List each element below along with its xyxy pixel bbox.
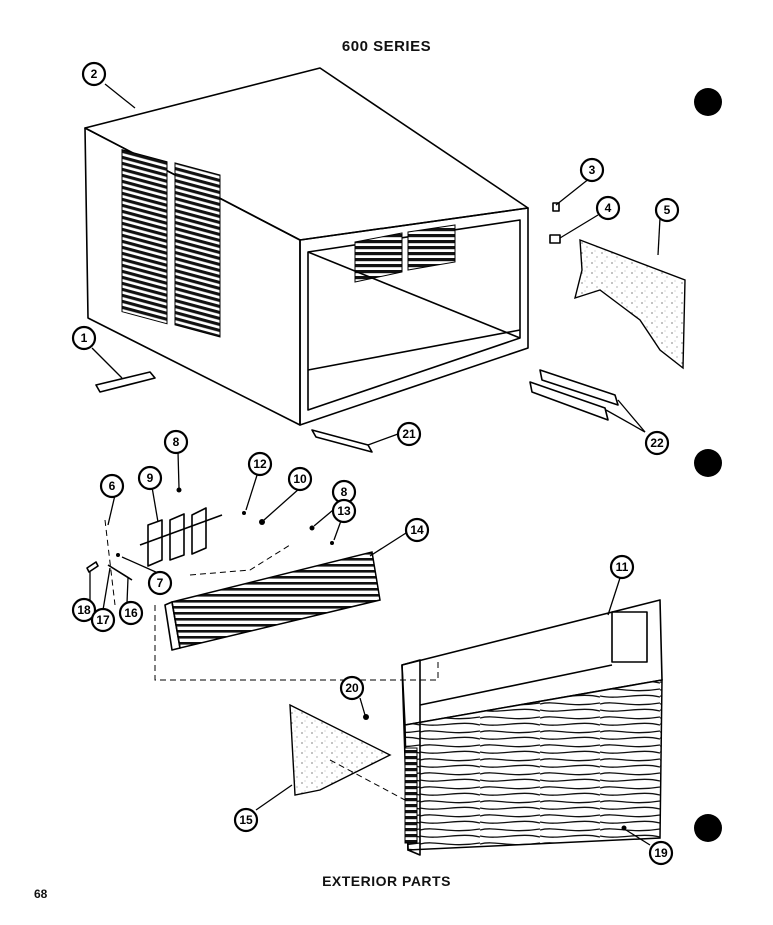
callout-5: 5 [654, 197, 680, 223]
callout-2: 2 [81, 61, 107, 87]
pin-part-7 [116, 553, 120, 557]
svg-text:1: 1 [81, 331, 88, 345]
channel-part-21 [311, 429, 373, 453]
spacer-part-12 [242, 511, 246, 515]
svg-text:9: 9 [147, 471, 154, 485]
callout-20: 20 [339, 675, 365, 701]
rail-part-22b [539, 369, 619, 406]
nut-part-10 [259, 519, 265, 525]
callout-15: 15 [233, 807, 259, 833]
bracket-part-1 [95, 371, 156, 393]
callout-18: 18 [71, 597, 97, 623]
louver-blades-part-9 [139, 507, 223, 567]
svg-text:14: 14 [410, 523, 424, 537]
callout-11: 11 [609, 554, 635, 580]
callout-10: 10 [287, 466, 313, 492]
svg-text:12: 12 [253, 457, 267, 471]
washer-part-13 [330, 541, 334, 545]
insulation-part-5 [574, 238, 686, 370]
clip-part-18 [86, 561, 99, 573]
svg-text:22: 22 [650, 436, 664, 450]
clip-part-4 [549, 234, 561, 244]
svg-text:7: 7 [157, 576, 164, 590]
callout-8: 8 [163, 429, 189, 455]
svg-text:3: 3 [589, 163, 596, 177]
callout-4: 4 [595, 195, 621, 221]
svg-text:13: 13 [337, 504, 351, 518]
callout-9: 9 [137, 465, 163, 491]
callout-6: 6 [99, 473, 125, 499]
svg-text:17: 17 [96, 613, 110, 627]
callout-21: 21 [396, 421, 422, 447]
screw-part-20 [363, 714, 369, 720]
svg-text:16: 16 [124, 606, 138, 620]
svg-text:6: 6 [109, 479, 116, 493]
callout-1: 1 [71, 325, 97, 351]
insulation-part-15 [289, 703, 392, 796]
rod-part-17 [107, 564, 133, 581]
registration-mark [694, 449, 722, 477]
svg-text:8: 8 [173, 435, 180, 449]
rail-part-22 [529, 381, 609, 421]
screw-part-8b [309, 525, 315, 531]
front-panel-part-11 [401, 599, 663, 856]
screw-part-8a [176, 487, 182, 493]
svg-text:19: 19 [654, 846, 668, 860]
screw-part-3 [552, 202, 560, 212]
svg-text:2: 2 [91, 67, 98, 81]
svg-text:10: 10 [293, 472, 307, 486]
page-number: 68 [34, 887, 48, 901]
grille-part-14 [171, 551, 381, 649]
svg-text:4: 4 [605, 201, 612, 215]
callout-17: 17 [90, 607, 116, 633]
callout-16: 16 [118, 600, 144, 626]
screw-part-19 [621, 825, 627, 831]
svg-text:15: 15 [239, 813, 253, 827]
callout-3: 3 [579, 157, 605, 183]
svg-text:5: 5 [664, 203, 671, 217]
svg-text:18: 18 [77, 603, 91, 617]
registration-mark [694, 814, 722, 842]
callout-12: 12 [247, 451, 273, 477]
registration-mark [694, 88, 722, 116]
callout-13: 13 [331, 498, 357, 524]
callout-14: 14 [404, 517, 430, 543]
svg-text:11: 11 [616, 560, 629, 574]
svg-text:21: 21 [402, 427, 416, 441]
page-title: 600 SERIES [341, 38, 432, 55]
callout-7: 7 [147, 570, 173, 596]
callout-22: 22 [644, 430, 670, 456]
svg-text:8: 8 [341, 485, 348, 499]
diagram-caption: EXTERIOR PARTS [322, 873, 451, 889]
svg-text:20: 20 [345, 681, 359, 695]
cabinet-part [84, 67, 529, 426]
callout-19: 19 [648, 840, 674, 866]
